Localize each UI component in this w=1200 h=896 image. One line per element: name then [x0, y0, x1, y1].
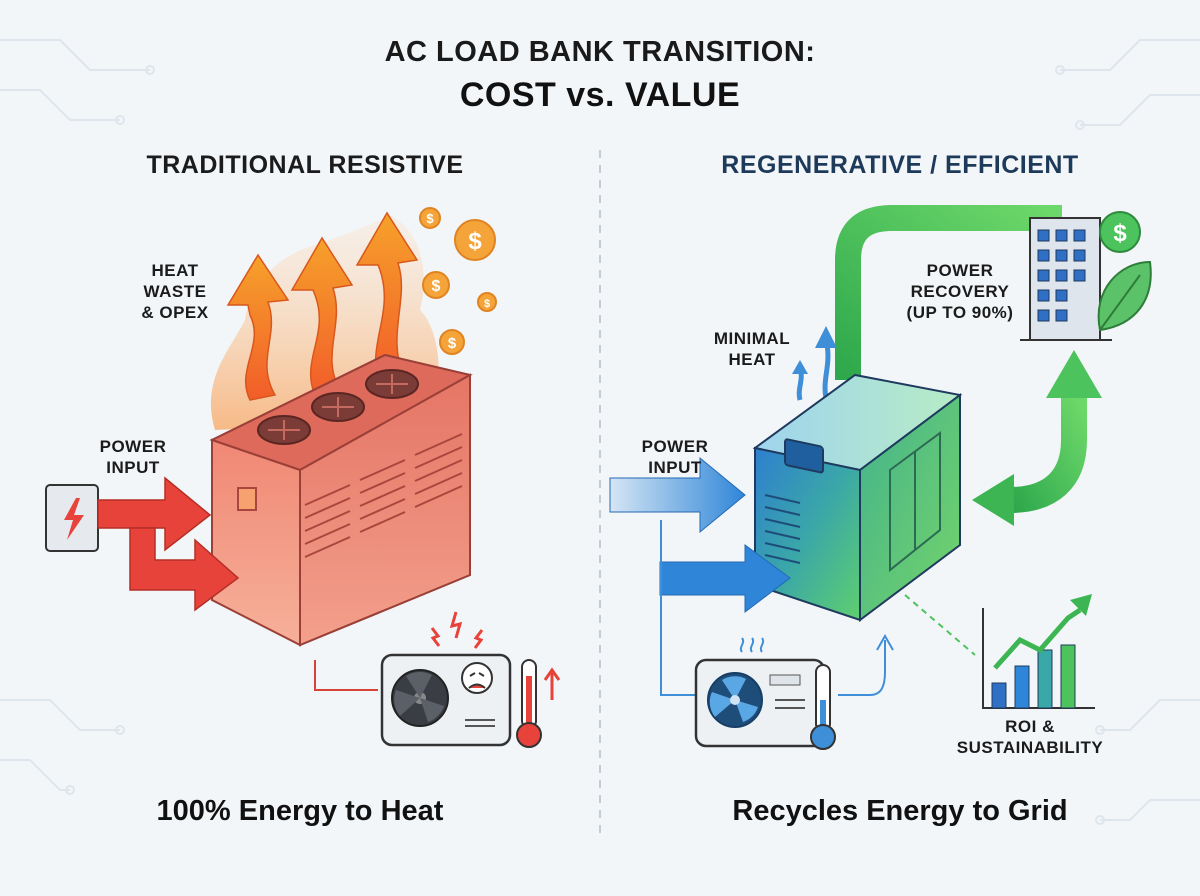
regenerative-cabinet — [752, 373, 963, 622]
power-input-label-right: POWER INPUT — [641, 437, 709, 477]
roi-dashed-link — [904, 594, 976, 656]
power-input-label-left: POWER INPUT — [99, 437, 167, 477]
minimal-heat-label: MINIMAL HEAT — [713, 329, 791, 369]
svg-text:$: $ — [1113, 220, 1127, 247]
svg-text:$: $ — [448, 335, 457, 352]
minimal-heat-arrows — [792, 326, 837, 401]
building-icon — [1020, 217, 1112, 341]
svg-text:$: $ — [432, 278, 441, 295]
svg-text:$: $ — [426, 211, 434, 226]
left-panel-heading: TRADITIONAL RESISTIVE — [146, 151, 464, 179]
leaf-icon — [1097, 260, 1152, 332]
right-footer-caption: Recycles Energy to Grid — [732, 795, 1068, 827]
thermometer-icon — [516, 659, 561, 748]
dollar-coin-icon: $ $ $ $ $ — [419, 207, 497, 355]
power-arrow-left — [97, 476, 240, 612]
power-arrow-right — [609, 456, 791, 614]
lightning-icon — [430, 611, 484, 649]
title-line-1: AC LOAD BANK TRANSITION: — [384, 36, 816, 68]
connector-line-left — [314, 660, 378, 691]
thermometer-icon — [810, 664, 836, 750]
heat-arrows — [226, 211, 419, 401]
heat-waste-label: HEAT WASTE & OPEX — [141, 261, 209, 322]
dollar-coin-icon: $ — [1099, 211, 1141, 253]
recovery-arrow-top — [835, 205, 1062, 380]
ac-unit-icon — [380, 653, 512, 747]
svg-text:$: $ — [468, 228, 482, 255]
bar-chart-icon — [982, 594, 1095, 709]
cooling-loop-lines — [660, 520, 894, 696]
power-recovery-label: POWER RECOVERY (UP TO 90%) — [906, 261, 1014, 322]
roi-sustainability-label: ROI & SUSTAINABILITY — [956, 717, 1104, 757]
cool-air-arrows — [739, 637, 765, 653]
svg-text:$: $ — [484, 298, 490, 310]
left-footer-caption: 100% Energy to Heat — [156, 795, 444, 827]
power-source-icon — [45, 484, 99, 552]
recovery-arrow-return — [972, 350, 1102, 526]
circuit-traces — [0, 39, 1200, 825]
ac-unit-icon — [694, 658, 826, 748]
title-line-2: COST vs. VALUE — [459, 76, 741, 114]
right-panel-heading: REGENERATIVE / EFFICIENT — [721, 151, 1079, 179]
